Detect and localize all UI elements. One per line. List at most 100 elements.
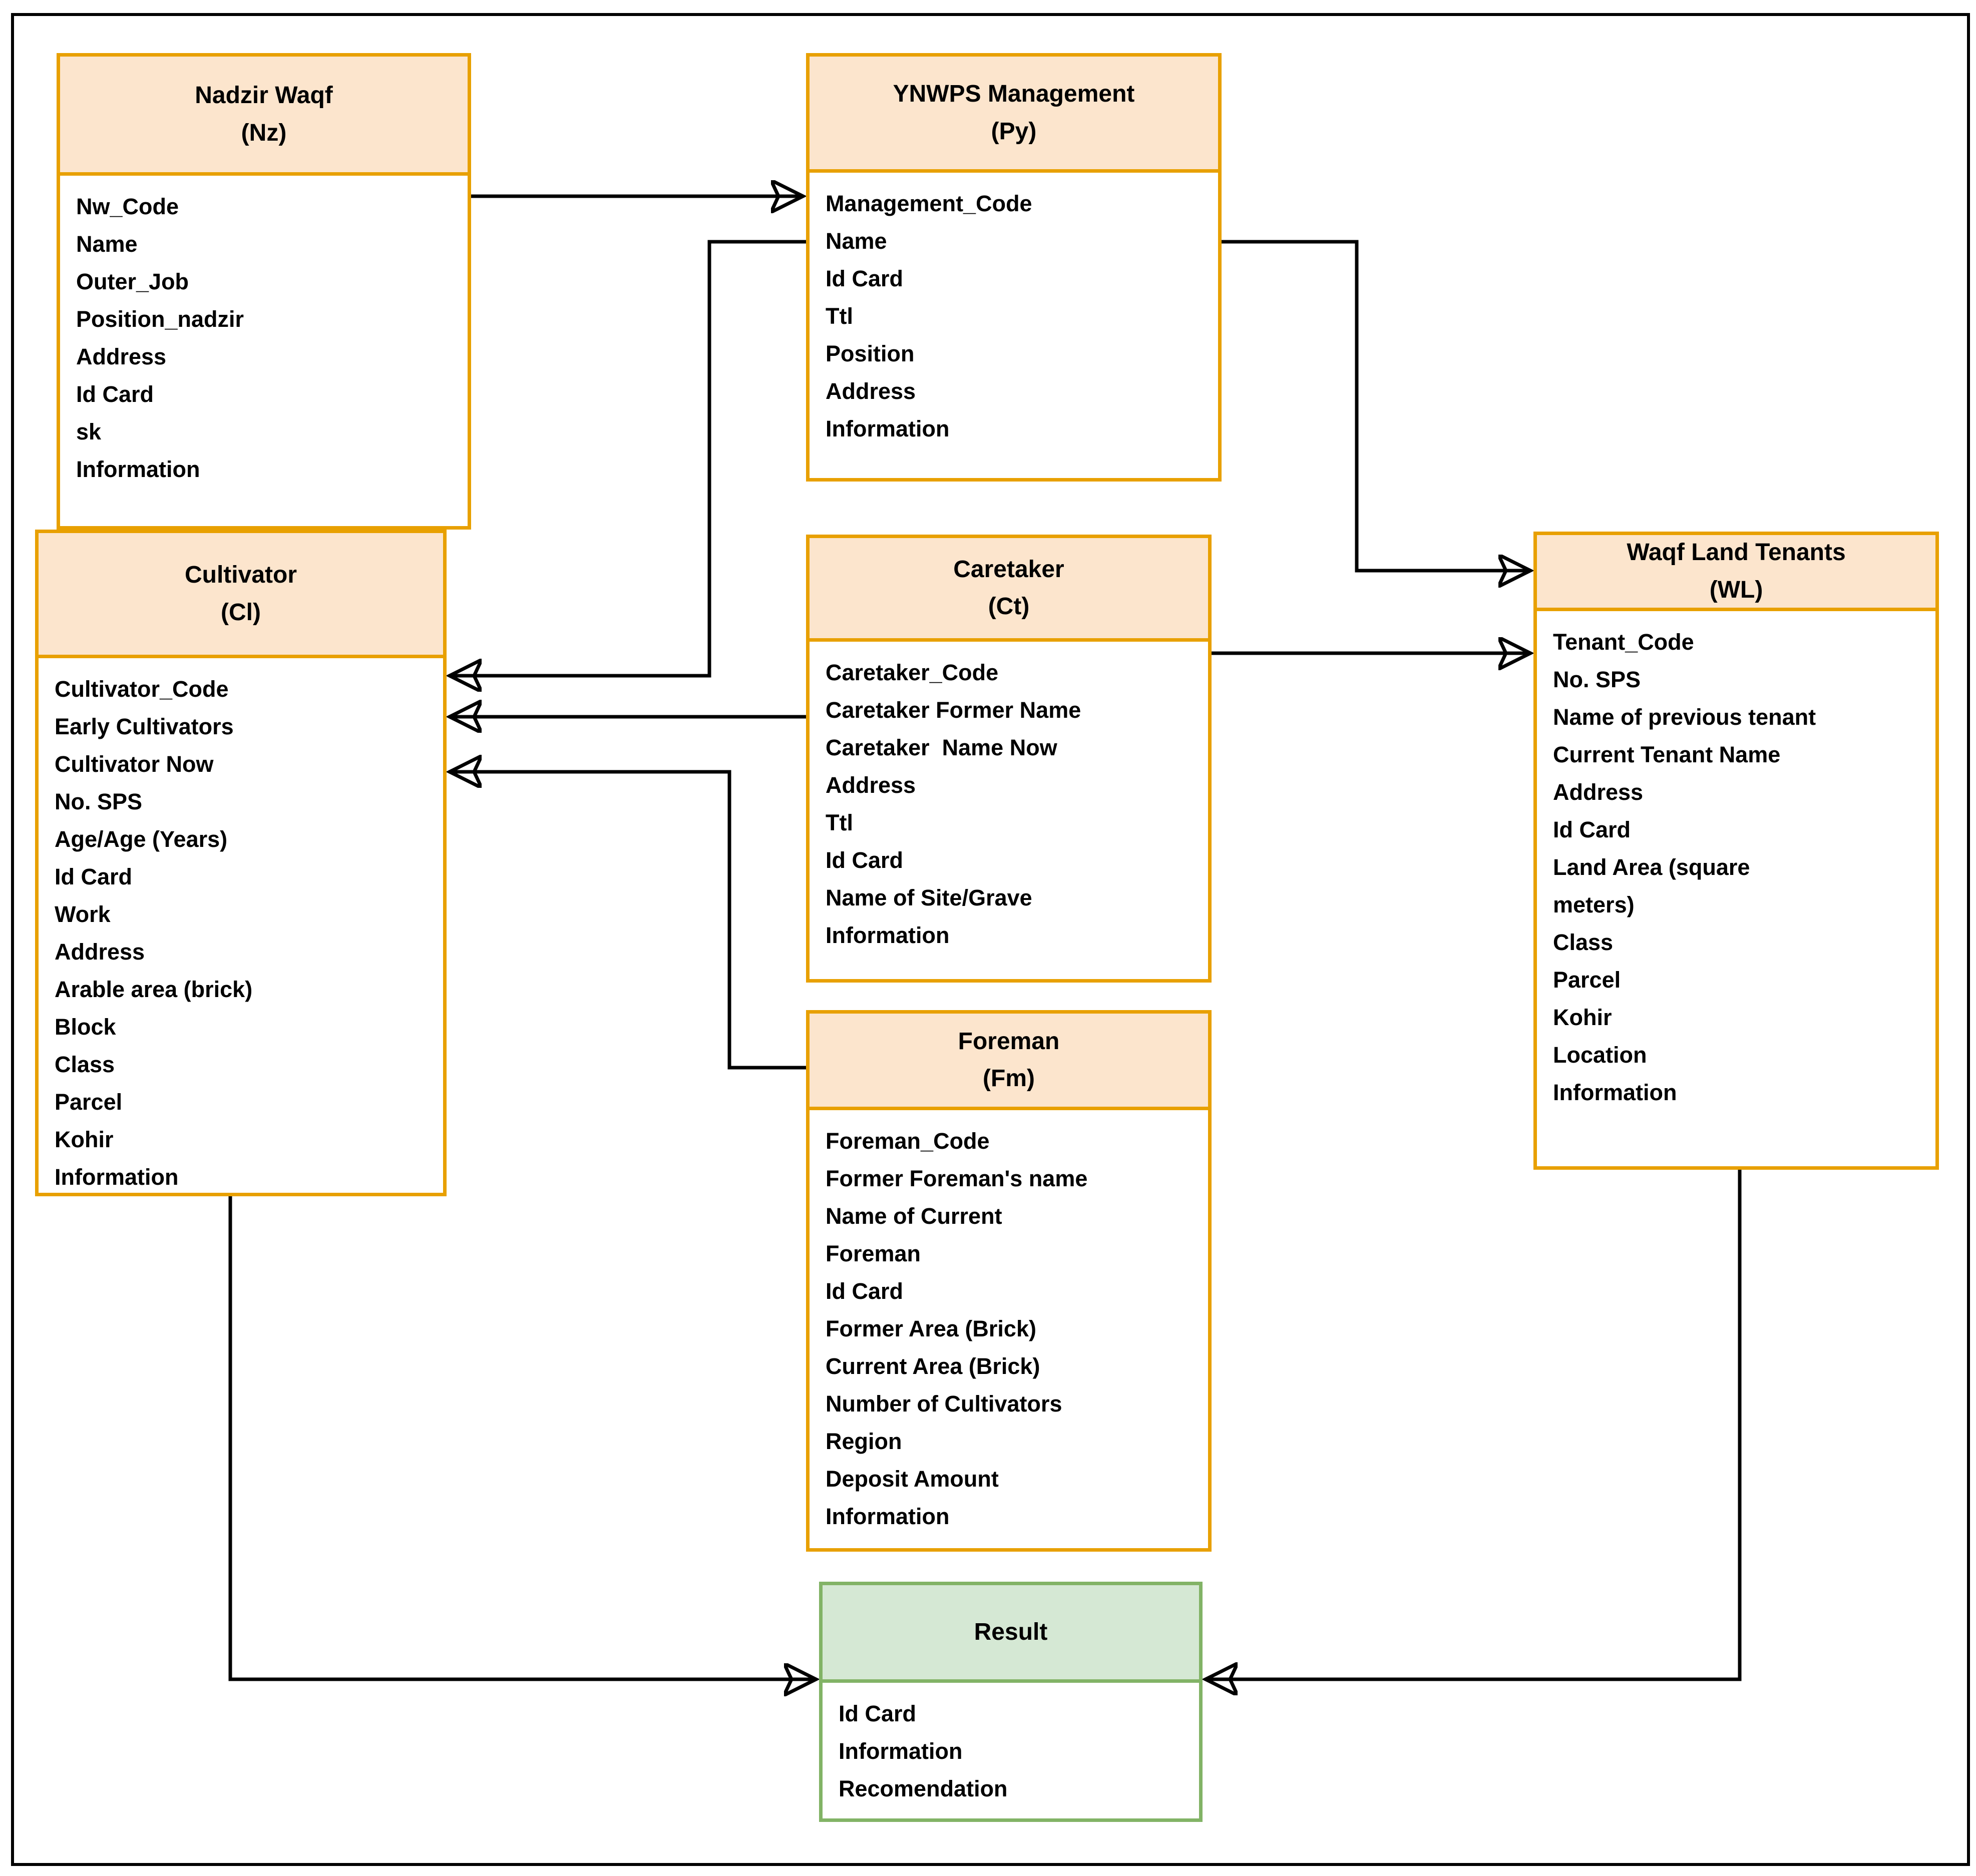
entity-field: Work xyxy=(55,901,111,927)
entity-title: Cultivator xyxy=(184,562,297,589)
entity-field: Land Area (square meters) xyxy=(1553,854,1750,917)
entity-field: Class xyxy=(55,1052,115,1077)
entity-field: Id Card xyxy=(76,381,154,407)
entity-field: Outer_Job xyxy=(76,269,189,294)
entity-field: Foreman_Code xyxy=(826,1128,990,1154)
entity-field: Cultivator_Code xyxy=(55,676,229,702)
entity-field: Cultivator Now xyxy=(55,751,214,777)
entity-field: Information xyxy=(826,922,950,948)
entity-header: Result xyxy=(823,1585,1199,1683)
entity-title: Result xyxy=(974,1618,1048,1645)
entity-field: Former Area (Brick) xyxy=(826,1316,1036,1341)
entity-field: Information xyxy=(826,416,950,441)
entity-field: Name of Current Foreman xyxy=(826,1203,1002,1266)
entity-header: Foreman (Fm) xyxy=(810,1014,1208,1110)
entity-field: Address xyxy=(1553,779,1644,805)
entity-field: Number of Cultivators xyxy=(826,1391,1062,1417)
entity-field: No. SPS xyxy=(1553,667,1641,692)
entity-field: Management_Code xyxy=(826,191,1032,216)
entity-field: Location xyxy=(1553,1042,1647,1068)
entity-code: (Py) xyxy=(991,118,1037,145)
entity-field: Address xyxy=(76,344,167,369)
entity-field: Information xyxy=(1553,1080,1677,1105)
entity-field: Id Card xyxy=(839,1701,917,1726)
entity-field: Block xyxy=(55,1014,116,1040)
entity-title: Nadzir Waqf xyxy=(195,82,333,109)
entity-field: Address xyxy=(826,772,916,798)
entity-field: Information xyxy=(826,1504,950,1529)
entity-field: Address xyxy=(826,378,916,404)
entity-code: (WL) xyxy=(1709,576,1763,603)
entity-code: (Cl) xyxy=(221,599,261,626)
connector-ynwps-management-to-waqf-land-tenants xyxy=(1222,240,1528,571)
entity-field: Ttl xyxy=(826,303,853,329)
entity-field: Id Card xyxy=(826,266,904,291)
entity-field: Id Card xyxy=(826,1278,904,1304)
entity-field: Age/Age (Years) xyxy=(55,826,228,852)
entity-header: Nadzir Waqf (Nz) xyxy=(60,57,468,176)
entity-field: Id Card xyxy=(1553,817,1631,842)
connector-waqf-land-tenants-to-result xyxy=(1208,1170,1742,1679)
entity-field: Parcel xyxy=(55,1089,123,1115)
entity-field: Kohir xyxy=(55,1127,114,1152)
entity-field: Arable area (brick) xyxy=(55,977,253,1002)
entity-field: Class xyxy=(1553,929,1614,955)
entity-field: sk xyxy=(76,419,102,444)
entity-field: Position_nadzir xyxy=(76,306,244,332)
entity-field: Current Area (Brick) xyxy=(826,1353,1040,1379)
entity-field: Information xyxy=(839,1738,963,1764)
entity-header: YNWPS Management (Py) xyxy=(810,57,1218,173)
entity-field: No. SPS xyxy=(55,789,143,814)
entity-field: Region xyxy=(826,1429,902,1454)
entity-field: Tenant_Code xyxy=(1553,629,1694,655)
entity-field: Id Card xyxy=(826,847,904,873)
entity-code: (Fm) xyxy=(983,1065,1035,1092)
entity-field: Ttl xyxy=(826,810,853,835)
entity-header: Waqf Land Tenants (WL) xyxy=(1537,535,1935,611)
connector-foreman-to-cultivator xyxy=(452,772,806,1070)
entity-field: Caretaker_Code xyxy=(826,660,999,685)
entity-field: Caretaker Former Name xyxy=(826,697,1081,723)
entity-title: Waqf Land Tenants xyxy=(1627,539,1846,566)
entity-field: Deposit Amount xyxy=(826,1466,999,1492)
entity-field: Name xyxy=(826,228,887,254)
entity-field: Name of previous tenant xyxy=(1553,704,1816,730)
entity-field: Recomendation xyxy=(839,1776,1008,1801)
entity-field: Kohir xyxy=(1553,1005,1612,1030)
entity-code: (Ct) xyxy=(988,593,1030,620)
entity-title: Caretaker xyxy=(953,556,1064,583)
entity-field: Name of Site/Grave xyxy=(826,885,1032,910)
entity-header: Caretaker (Ct) xyxy=(810,538,1208,642)
entity-code: (Nz) xyxy=(241,119,287,146)
entity-title: Foreman xyxy=(958,1028,1060,1055)
entity-field: Information xyxy=(76,456,200,482)
entity-field: Current Tenant Name xyxy=(1553,742,1781,767)
entity-header: Cultivator (Cl) xyxy=(39,533,443,658)
connector-ynwps-management-to-cultivator xyxy=(452,240,806,676)
entity-field: Id Card xyxy=(55,864,133,889)
entity-field: Address xyxy=(55,939,145,965)
entity-field: Information xyxy=(55,1164,179,1190)
connector-cultivator-to-result xyxy=(228,1196,814,1679)
entity-title: YNWPS Management xyxy=(893,81,1135,108)
entity-field: Position xyxy=(826,341,915,366)
entity-field: Former Foreman's name xyxy=(826,1166,1088,1191)
entity-field: Parcel xyxy=(1553,967,1621,993)
entity-field: Caretaker Name Now xyxy=(826,735,1057,760)
